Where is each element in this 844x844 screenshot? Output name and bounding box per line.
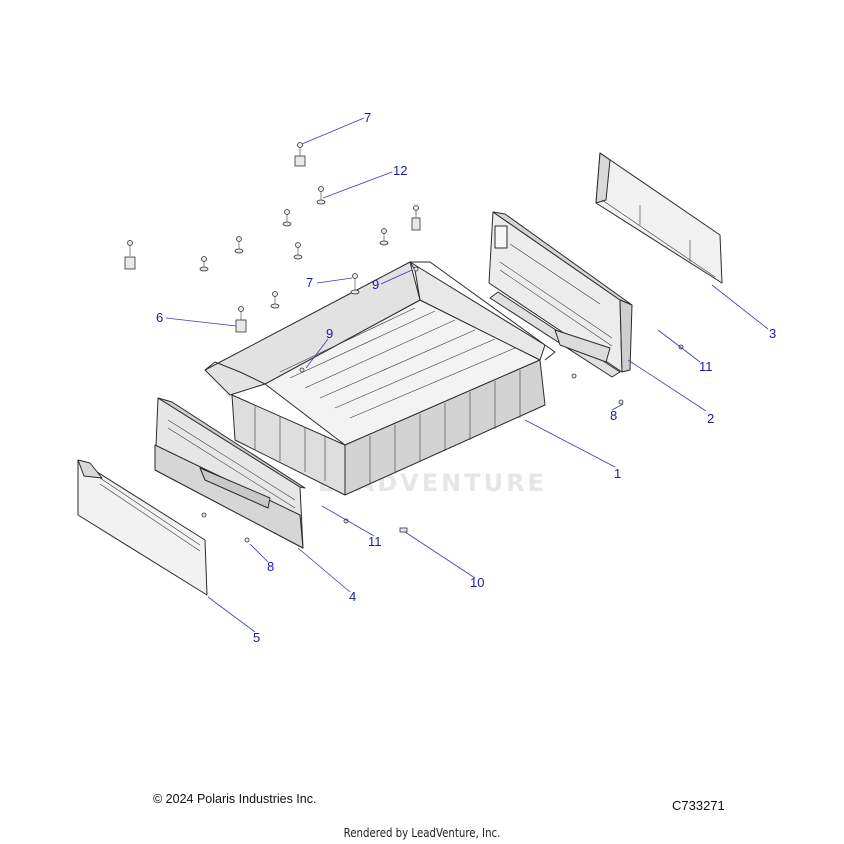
callout-8: 8: [267, 559, 274, 574]
callout-1: 1: [614, 466, 621, 481]
callout-6: 6: [156, 310, 163, 325]
part-3-rear-outer-panel: [595, 152, 723, 284]
callout-labels: 7 12 7 9 6 9 3 11 8 2 1 11 8 10 4 5: [156, 110, 776, 645]
diagram-part-number: C733271: [672, 798, 725, 813]
bolt: [234, 236, 244, 254]
fastener-9: [299, 266, 419, 373]
callout-12: 12: [393, 163, 407, 178]
callout-7: 7: [306, 275, 313, 290]
bolt-7-top: [294, 142, 306, 167]
fastener-8-rear: [571, 373, 624, 405]
fasteners: [124, 142, 684, 543]
callout-10: 10: [470, 575, 484, 590]
clip: [411, 205, 421, 231]
part-1-cargo-bed-tub: [204, 261, 556, 496]
callout-11: 11: [699, 359, 713, 374]
part-2-rear-inner-panel: [488, 211, 633, 378]
part-4-front-inner-panel: [154, 397, 306, 549]
washer-12: [316, 186, 326, 205]
callout-2: 2: [707, 411, 714, 426]
callout-7: 7: [364, 110, 371, 125]
fastener-8-front: [201, 512, 250, 543]
callout-9: 9: [326, 326, 333, 341]
copyright-text: © 2024 Polaris Industries Inc.: [153, 792, 317, 806]
callout-11: 11: [368, 534, 382, 549]
callout-3: 3: [769, 326, 776, 341]
bolt-7-mid: [350, 273, 360, 295]
leader-lines: [165, 117, 769, 633]
bolt: [293, 242, 303, 260]
bolt-6: [235, 306, 247, 333]
callout-8: 8: [610, 408, 617, 423]
bolt: [270, 291, 280, 309]
bolt: [379, 228, 389, 246]
bolt: [282, 209, 292, 227]
part-5-front-outer-panel: [77, 459, 208, 596]
bolt: [124, 240, 136, 270]
callout-4: 4: [349, 589, 356, 604]
callout-9: 9: [372, 277, 379, 292]
callout-5: 5: [253, 630, 260, 645]
fastener-10: [399, 527, 408, 533]
bolt: [199, 256, 209, 272]
rendered-by-text: Rendered by LeadVenture, Inc.: [343, 826, 501, 840]
